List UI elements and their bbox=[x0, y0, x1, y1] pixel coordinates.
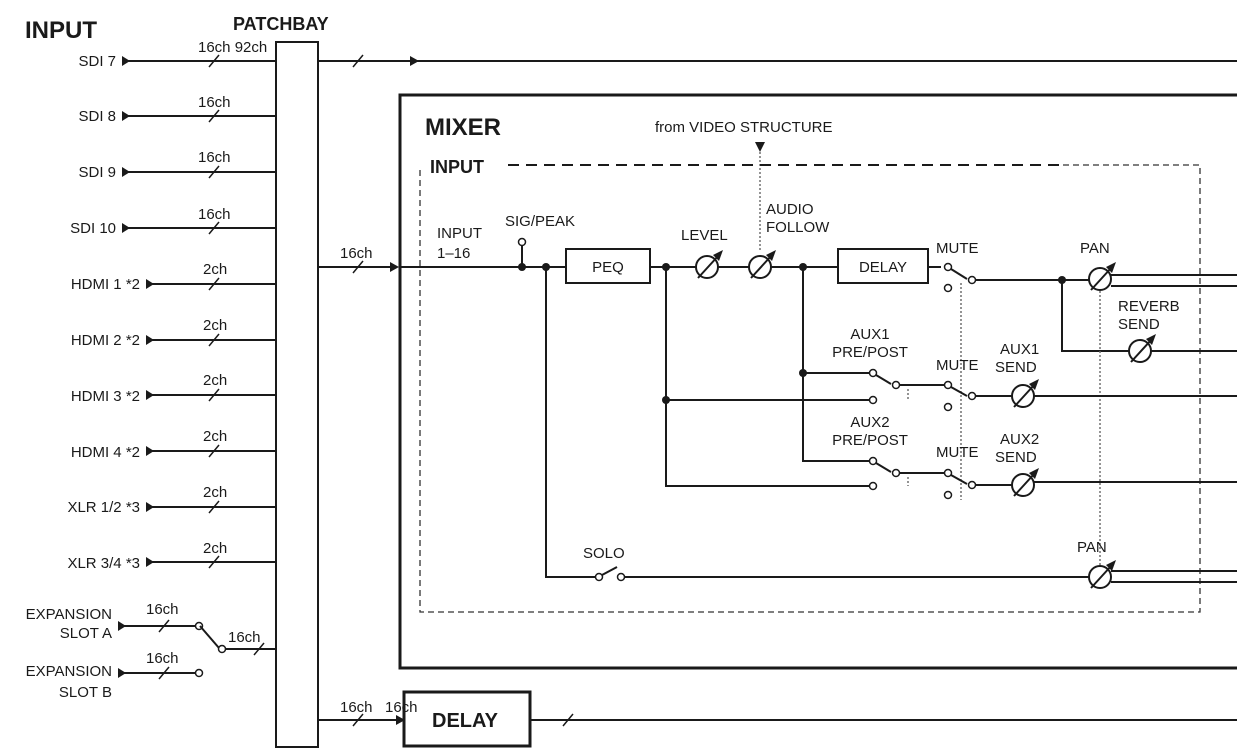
input-row-hdmi1: HDMI 1 *2 2ch bbox=[71, 261, 276, 293]
aux1-prepost-label-line1: AUX1 bbox=[850, 326, 889, 343]
from-video-label: from VIDEO STRUCTURE bbox=[655, 119, 833, 136]
pan-2-label: PAN bbox=[1077, 539, 1107, 556]
input-label: XLR 3/4 *3 bbox=[67, 555, 140, 572]
aux1-send-label-line1: AUX1 bbox=[1000, 341, 1039, 358]
sig-peak-label: SIG/PEAK bbox=[505, 213, 575, 230]
mixer-title: MIXER bbox=[425, 114, 501, 141]
input-label: HDMI 3 *2 bbox=[71, 388, 140, 405]
level-knob bbox=[695, 250, 723, 279]
solo-label: SOLO bbox=[583, 545, 625, 562]
aux2-prepost-switch bbox=[868, 456, 901, 491]
input-label: SDI 7 bbox=[78, 53, 116, 70]
aux1-send-label-line2: SEND bbox=[995, 359, 1037, 376]
expansion-a-label-line1: EXPANSION bbox=[26, 606, 112, 623]
channel-label: 2ch bbox=[203, 428, 227, 445]
reverb-branch bbox=[1061, 280, 1129, 352]
input-row-hdmi2: HDMI 2 *2 2ch bbox=[71, 317, 276, 349]
input-row-sdi8: SDI 8 16ch bbox=[78, 94, 276, 125]
audio-follow-label-line2: FOLLOW bbox=[766, 219, 830, 236]
aux-pre-branch bbox=[802, 267, 870, 462]
patchbay-block bbox=[275, 41, 319, 748]
solo-switch bbox=[594, 566, 626, 582]
input-row-xlr34: XLR 3/4 *3 2ch bbox=[67, 540, 276, 572]
aux2-prepost-label-line1: AUX2 bbox=[850, 414, 889, 431]
channel-label: 2ch bbox=[203, 484, 227, 501]
mixer-input-title: INPUT bbox=[430, 157, 484, 177]
pan-2-knob bbox=[1088, 560, 1116, 589]
pan-1-label: PAN bbox=[1080, 240, 1110, 257]
solo-branch-line bbox=[545, 267, 596, 578]
level-label: LEVEL bbox=[681, 227, 728, 244]
input-title: INPUT bbox=[25, 17, 97, 44]
aux2-prepost-label-line2: PRE/POST bbox=[832, 432, 908, 449]
mixer-input-frame bbox=[419, 164, 1201, 613]
reverb-send-knob bbox=[1128, 334, 1156, 363]
delay-block bbox=[837, 248, 929, 284]
aux1-send-knob bbox=[1011, 379, 1039, 408]
expansion-b-channels: 16ch bbox=[146, 650, 179, 667]
input-label: HDMI 1 *2 bbox=[71, 276, 140, 293]
bottom-channels-1: 16ch bbox=[340, 699, 373, 716]
input-label: HDMI 4 *2 bbox=[71, 444, 140, 461]
input-label: SDI 9 bbox=[78, 164, 116, 181]
channel-label: 2ch bbox=[203, 372, 227, 389]
input-row-sdi7: SDI 7 16ch 92ch bbox=[78, 39, 276, 70]
expansion-b-label-line2: SLOT B bbox=[59, 684, 112, 701]
peq-block bbox=[565, 248, 651, 284]
reverb-send-label-line2: SEND bbox=[1118, 316, 1160, 333]
input-label: XLR 1/2 *3 bbox=[67, 499, 140, 516]
patchbay-title: PATCHBAY bbox=[233, 14, 329, 34]
mute-2-switch bbox=[943, 380, 977, 412]
bottom-delay-block bbox=[402, 690, 532, 748]
channel-label: 16ch bbox=[198, 94, 231, 111]
audio-follow-label-line1: AUDIO bbox=[766, 201, 814, 218]
mute-1-switch bbox=[943, 262, 977, 293]
expansion-slots: EXPANSION SLOT A EXPANSION SLOT B 16ch 1… bbox=[26, 601, 276, 701]
mute-1-label: MUTE bbox=[936, 240, 979, 257]
peq-label: PEQ bbox=[592, 259, 624, 276]
mute-2-label: MUTE bbox=[936, 357, 979, 374]
pan-1-knob bbox=[1088, 262, 1116, 291]
peq-post-branch bbox=[665, 267, 870, 487]
expansion-b-label-line1: EXPANSION bbox=[26, 663, 112, 680]
aux1-prepost-label-line2: PRE/POST bbox=[832, 344, 908, 361]
input-row-hdmi4: HDMI 4 *2 2ch bbox=[71, 428, 276, 461]
input-label: SDI 8 bbox=[78, 108, 116, 125]
expansion-out-channels: 16ch bbox=[228, 629, 261, 646]
channel-label: 2ch bbox=[203, 317, 227, 334]
sig-peak-meter bbox=[517, 237, 527, 247]
input-label: SDI 10 bbox=[70, 220, 116, 237]
mixer-bus-channels: 16ch bbox=[340, 245, 373, 262]
input-row-sdi9: SDI 9 16ch bbox=[78, 149, 276, 181]
bottom-delay-label: DELAY bbox=[432, 710, 499, 732]
expansion-a-label-line2: SLOT A bbox=[60, 625, 112, 642]
input-row-xlr12: XLR 1/2 *3 2ch bbox=[67, 484, 276, 516]
channel-label: 2ch bbox=[203, 261, 227, 278]
input-1-16-line2: 1–16 bbox=[437, 245, 470, 262]
aux2-send-label-line2: SEND bbox=[995, 449, 1037, 466]
mute-3-switch bbox=[943, 468, 977, 500]
channel-label: 16ch 92ch bbox=[198, 39, 267, 56]
input-row-hdmi3: HDMI 3 *2 2ch bbox=[71, 372, 276, 405]
input-row-sdi10: SDI 10 16ch bbox=[70, 206, 276, 237]
input-label: HDMI 2 *2 bbox=[71, 332, 140, 349]
channel-label: 16ch bbox=[198, 149, 231, 166]
bottom-channels-2: 16ch bbox=[385, 699, 418, 716]
audio-follow-knob bbox=[748, 250, 776, 279]
reverb-send-label-line1: REVERB bbox=[1118, 298, 1180, 315]
aux1-prepost-switch bbox=[868, 368, 901, 405]
expansion-switch bbox=[199, 625, 220, 649]
aux2-send-knob bbox=[1011, 468, 1039, 497]
delay-label: DELAY bbox=[859, 259, 907, 276]
channel-label: 2ch bbox=[203, 540, 227, 557]
mute-3-label: MUTE bbox=[936, 444, 979, 461]
input-1-16-line1: INPUT bbox=[437, 225, 482, 242]
aux2-send-label-line1: AUX2 bbox=[1000, 431, 1039, 448]
channel-label: 16ch bbox=[198, 206, 231, 223]
expansion-a-channels: 16ch bbox=[146, 601, 179, 618]
mixer-block bbox=[398, 93, 1237, 670]
